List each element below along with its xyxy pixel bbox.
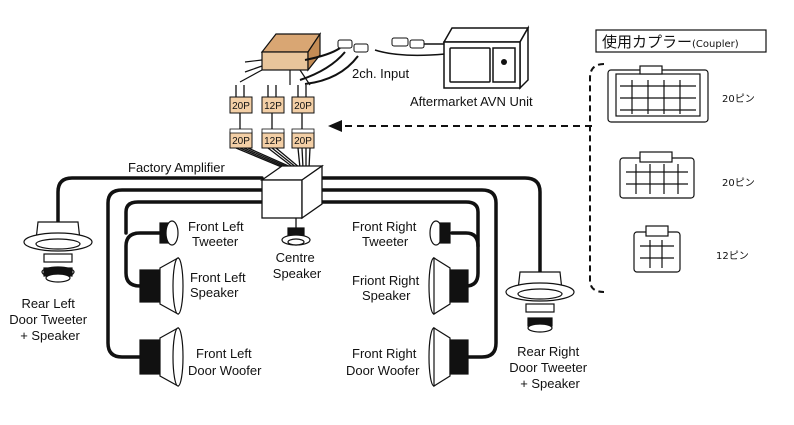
connector-20p-bottom-right: 20P [291,128,315,149]
connector-label: 12P [264,101,282,112]
factory-amplifier [259,164,325,228]
amplifier-label: Factory Amplifier [128,160,225,175]
interface-module [239,32,322,86]
connector-row-top: 20P 12P 20P [229,96,315,114]
connector-20p-top-right: 20P [291,96,315,114]
connector-20p-top-left: 20P [229,96,253,114]
connector-label: 12P [264,136,282,147]
rear-left-speaker-icon [23,221,93,283]
front-left-woofer-icon [139,326,184,388]
coupler-pin-label: 20ピン [722,177,755,189]
centre-speaker-label: Centre Speaker [273,250,322,281]
front-left-speaker-icon [139,256,184,316]
rear-left-label: Rear Left Door Tweeter + Speaker [9,296,90,343]
coupler-pin-label: 20ピン [722,93,755,105]
rear-right-speaker-icon [505,271,575,333]
front-right-tweeter-label: Front Right Tweeter [352,219,420,249]
front-right-woofer-icon [428,326,469,388]
connector-label: 20P [232,136,250,147]
front-right-woofer-label: Front Right Door Woofer [346,346,420,378]
connector-20p-bottom-left: 20P [229,128,253,149]
front-left-tweeter-icon [159,220,179,246]
coupler-title: 使用カプラー(Coupler) [602,33,739,51]
coupler-bracket [589,63,605,293]
rear-right-label: Rear Right Door Tweeter + Speaker [509,344,590,391]
coupler-12pin-icon [633,225,681,273]
avn-cable [374,43,446,57]
avn-unit-label: Aftermarket AVN Unit [410,94,533,109]
coupler-pointer-arrow [328,120,592,132]
connector-label: 20P [232,101,250,112]
connector-row-bottom: 20P 12P 20P [229,128,315,149]
avn-unit [442,25,530,90]
coupler-pin-label: 12ピン [716,250,749,262]
rca-plugs [337,37,425,53]
input-label: 2ch. Input [352,66,409,81]
front-left-tweeter-label: Front Left Tweeter [188,219,247,249]
connector-label: 20P [294,136,312,147]
connector-12p-bottom: 12P [261,128,285,149]
harness-wires [235,85,311,169]
centre-speaker-icon [281,227,311,246]
connector-12p-top: 12P [261,96,285,114]
connector-label: 20P [294,101,312,112]
front-right-speaker-icon [428,256,469,316]
front-right-speaker-label: Friont Right Speaker [352,273,423,303]
front-right-tweeter-icon [429,220,451,246]
coupler-20pin-a-icon [607,65,709,123]
front-left-speaker-label: Front Left Speaker [190,270,249,300]
coupler-title-box: 使用カプラー(Coupler) [595,29,767,53]
coupler-20pin-b-icon [619,151,695,199]
rca-cables [299,47,359,85]
speaker-wiring [56,176,542,359]
front-left-woofer-label: Front Left Door Woofer [188,346,262,378]
